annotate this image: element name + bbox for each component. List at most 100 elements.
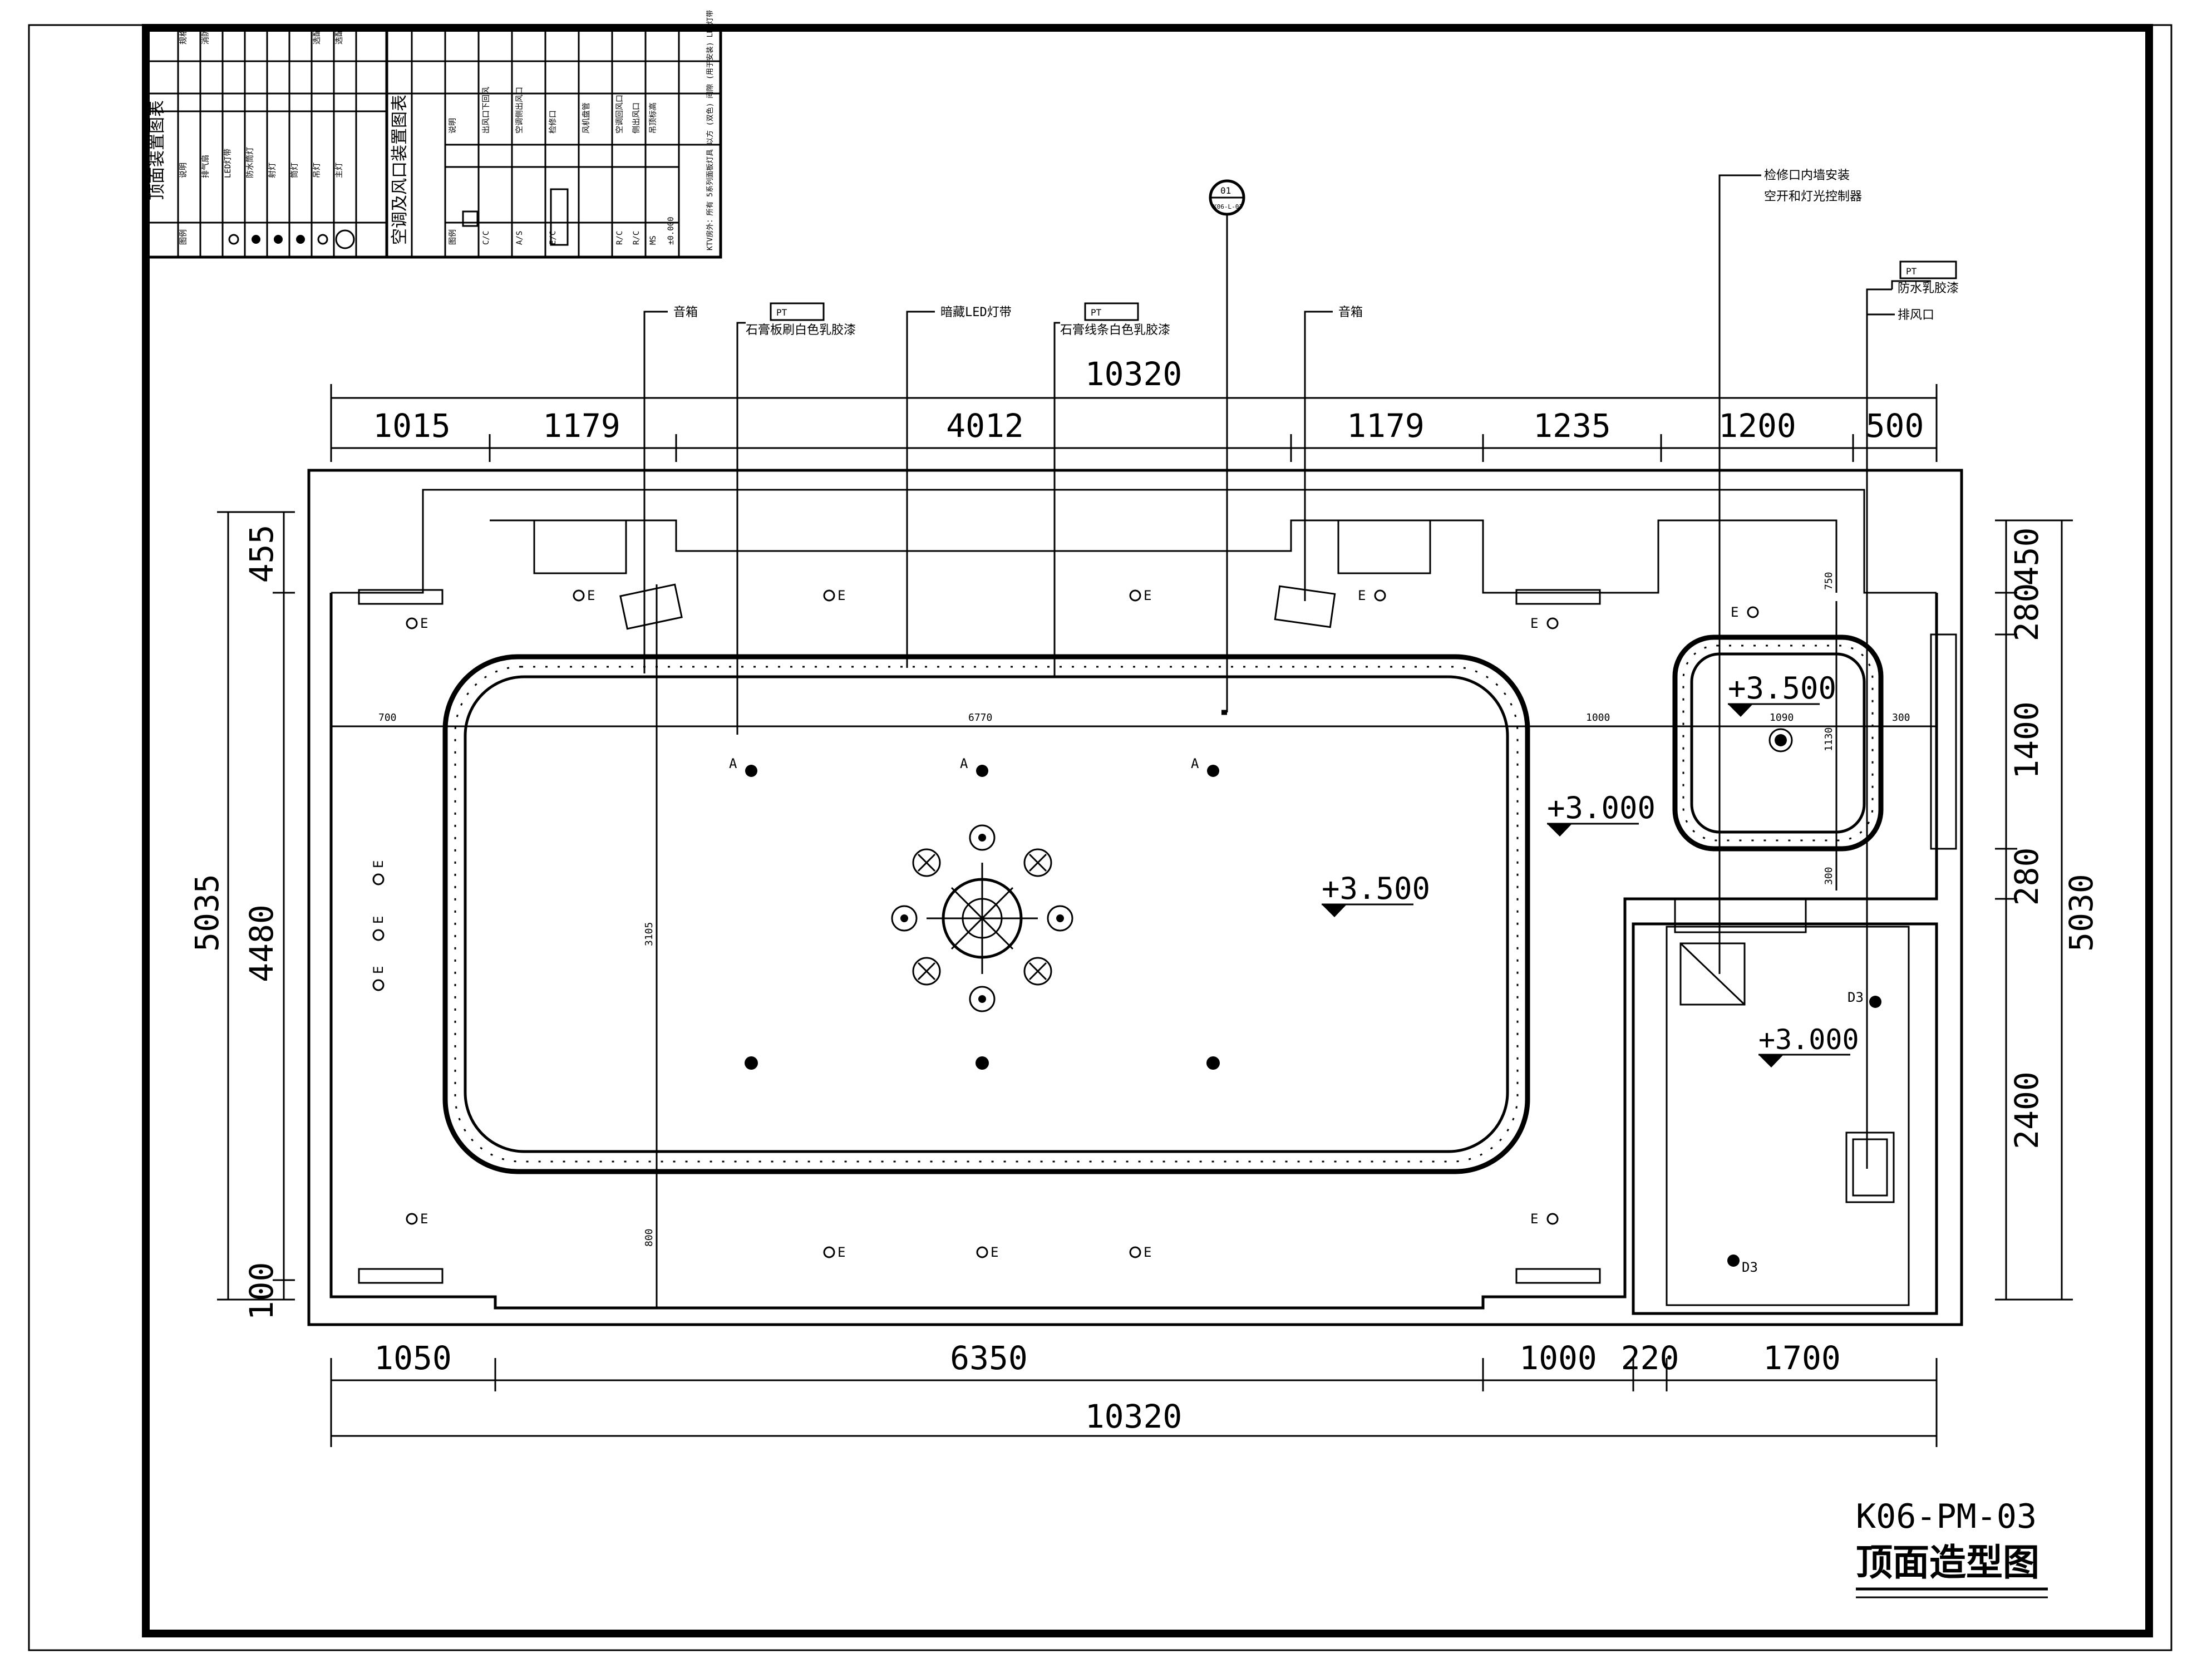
wall-lamp-icon: E xyxy=(1129,1244,1151,1260)
downlight-icon xyxy=(976,1056,989,1070)
svg-text:C/C: C/C xyxy=(482,231,491,245)
downlight-icon xyxy=(745,1056,758,1070)
downlight-icon xyxy=(1206,1056,1220,1070)
svg-text:主灯: 主灯 xyxy=(335,163,344,178)
plan-walls xyxy=(307,469,1963,1326)
ac-unit xyxy=(533,519,627,574)
title-block: K06-PM-03 顶面造型图 xyxy=(1856,1497,2048,1598)
svg-text:图例: 图例 xyxy=(449,229,457,245)
svg-text:侧出风口: 侧出风口 xyxy=(632,102,641,134)
svg-text:空调侧出风口: 空调侧出风口 xyxy=(515,87,524,134)
svg-text:风机盘管: 风机盘管 xyxy=(582,102,591,134)
spotlights: A A A xyxy=(729,728,1793,777)
wall-lamp-icon: E xyxy=(1358,588,1386,603)
svg-text:+3.000: +3.000 xyxy=(1758,1024,1859,1056)
svg-text:防水乳胶漆: 防水乳胶漆 xyxy=(1898,282,1959,296)
legend-symbols xyxy=(228,188,569,249)
svg-text:音箱: 音箱 xyxy=(1338,306,1363,319)
wall-lamp-icon: E xyxy=(371,860,386,885)
dimension-right: 450 280 1400 280 2400 5030 xyxy=(1995,519,2100,1301)
legend-ceiling-entries: 图例 说明 规格 排气扇 消防 LED灯带 防水筒灯 射灯 筒灯 吊灯 选配 主… xyxy=(179,29,344,245)
led-strip xyxy=(454,666,1519,1163)
slab-outline xyxy=(307,469,1963,1326)
speaker-icon xyxy=(1274,585,1336,628)
svg-text:E: E xyxy=(420,616,428,631)
svg-text:检修口: 检修口 xyxy=(549,110,558,134)
svg-text:排风口: 排风口 xyxy=(1898,308,1934,322)
wall-lamp-icon: E xyxy=(371,916,386,941)
dimension-top: 10320 1015 1179 4012 1179 1235 1200 500 xyxy=(330,355,1938,462)
svg-text:±0.000: ±0.000 xyxy=(667,217,676,245)
legend-ceiling-title: 顶面装置图表 xyxy=(147,100,167,200)
svg-text:+3.500: +3.500 xyxy=(1728,671,1836,706)
wall-lamp-icon: E xyxy=(1731,604,1759,620)
svg-text:+3.500: +3.500 xyxy=(1322,871,1430,906)
svg-text:空调及风口装置图表: 空调及风口装置图表 xyxy=(390,95,410,245)
legend-table: 顶面装置图表 空调及风口装置图表 图例 说明 规格 排气扇 消防 LED灯带 防… xyxy=(146,10,722,259)
downlight-icon xyxy=(1869,996,1881,1008)
ac-vent xyxy=(358,589,444,605)
svg-text:E: E xyxy=(837,588,845,603)
wall-lamp-icon: E xyxy=(406,616,428,631)
ac-vent xyxy=(1515,1268,1601,1284)
section-marker: 01 K06-L-03 xyxy=(1209,179,1245,715)
svg-text:KTV房外：所有 5系列面板灯具 以方 (双色) 间隙 (用: KTV房外：所有 5系列面板灯具 以方 (双色) 间隙 (用于安装) LED灯带 xyxy=(706,10,715,250)
svg-text:D3: D3 xyxy=(1848,990,1864,1005)
svg-text:吊灯: 吊灯 xyxy=(313,163,322,178)
wall-lamp-icon: E xyxy=(406,1211,428,1227)
speaker-icon xyxy=(619,583,683,630)
legend-ac-title: 空调及风口装置图表 xyxy=(390,95,410,245)
svg-text:图例: 图例 xyxy=(179,229,188,245)
elevation-main-side: +3.000 xyxy=(1547,790,1656,837)
svg-text:选配: 选配 xyxy=(313,29,322,45)
wall-lamp-icon: E xyxy=(823,588,845,603)
downlight-icon xyxy=(1727,1254,1740,1267)
wall-lamp-icon: E xyxy=(823,1244,845,1260)
svg-text:01: 01 xyxy=(1220,185,1231,196)
svg-text:280: 280 xyxy=(2008,583,2046,642)
svg-text:E: E xyxy=(1530,616,1538,631)
svg-text:出风口下回风: 出风口下回风 xyxy=(482,87,491,134)
speaker-symbols xyxy=(619,583,1336,630)
elevation-markers: +3.500 +3.000 +3.500 +3.000 xyxy=(1322,671,1859,1067)
svg-text:1000: 1000 xyxy=(1519,1339,1597,1377)
ac-unit xyxy=(1337,519,1431,574)
svg-text:吊顶标高: 吊顶标高 xyxy=(648,102,658,134)
svg-text:280: 280 xyxy=(2008,848,2046,906)
main-room-outline xyxy=(329,593,1938,1310)
led-cove-outer xyxy=(442,654,1530,1174)
svg-text:防水筒灯: 防水筒灯 xyxy=(245,147,255,178)
svg-text:100: 100 xyxy=(243,1262,280,1321)
elevation-toilet-top: +3.500 xyxy=(1728,671,1836,717)
svg-text:1200: 1200 xyxy=(1718,407,1796,445)
svg-text:E: E xyxy=(371,860,386,868)
svg-text:E: E xyxy=(1144,1244,1151,1260)
svg-text:1130: 1130 xyxy=(1823,727,1835,751)
svg-text:E: E xyxy=(1731,604,1738,620)
exhaust-fan xyxy=(1845,1131,1895,1203)
svg-text:A: A xyxy=(960,756,968,771)
svg-text:E: E xyxy=(837,1244,845,1260)
svg-text:300: 300 xyxy=(1892,712,1910,724)
svg-text:MS: MS xyxy=(649,235,658,245)
spotlight-icon xyxy=(1207,765,1219,777)
wall-lamp-icon: E xyxy=(573,588,595,603)
svg-text:10320: 10320 xyxy=(1085,355,1183,393)
svg-text:3105: 3105 xyxy=(643,922,655,946)
svg-text:E: E xyxy=(1530,1211,1538,1227)
svg-text:PT: PT xyxy=(1906,266,1917,277)
svg-text:4012: 4012 xyxy=(946,407,1024,445)
svg-text:450: 450 xyxy=(2008,528,2046,586)
svg-text:音箱: 音箱 xyxy=(673,306,698,319)
sheet-border xyxy=(142,24,2153,1637)
access-panel xyxy=(1679,942,1746,1006)
small-dimensions: 700 6770 1000 1090 300 3105 800 750 1130… xyxy=(378,572,1910,1247)
svg-text:5035: 5035 xyxy=(188,874,226,952)
svg-text:E: E xyxy=(371,966,386,974)
toilet-cove-outer xyxy=(1672,634,1884,852)
drawing-title: 顶面造型图 xyxy=(1856,1541,2039,1584)
svg-text:1179: 1179 xyxy=(543,407,620,445)
svg-text:空开和灯光控制器: 空开和灯光控制器 xyxy=(1764,190,1862,204)
svg-text:300: 300 xyxy=(1823,867,1835,885)
